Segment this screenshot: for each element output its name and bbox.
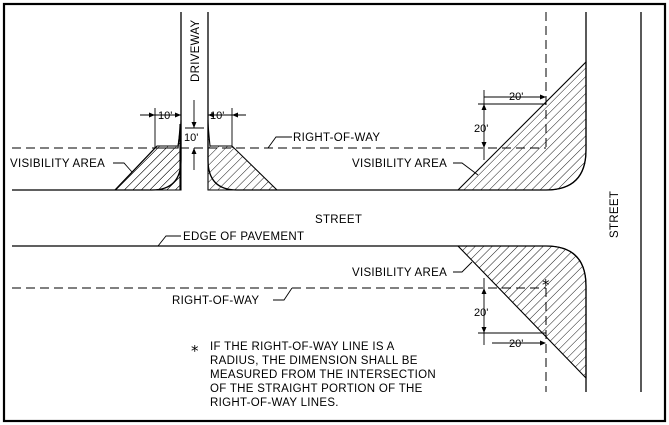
dim-right-ten: 10' [210, 110, 224, 122]
note-star-symbol: * [191, 342, 199, 360]
arrow-head [540, 340, 546, 346]
visibility-area-driveway-left [113, 119, 182, 191]
visibility-area-bottom-label: VISIBILITY AREA [352, 267, 447, 279]
street-horizontal-label: STREET [315, 214, 362, 226]
right-of-way-top-label: RIGHT-OF-WAY [293, 132, 380, 144]
arrow-head [191, 122, 197, 128]
dim-bottom-twenty-h: 20' [509, 338, 523, 350]
intersection-star-marker: * [542, 276, 550, 294]
visibility-area-driveway-right [207, 119, 279, 191]
note-line-3: MEASURED FROM THE INTERSECTION [210, 369, 436, 381]
arrow-head [481, 142, 487, 148]
leader-line [453, 162, 479, 176]
driveway-left-edge [151, 12, 182, 191]
right-of-way-bottom-label: RIGHT-OF-WAY [172, 295, 259, 307]
arrow-head [540, 94, 546, 100]
dim-bottom-twenty-v: 20' [474, 307, 488, 319]
arrow-head [175, 112, 181, 118]
note-line-5: RIGHT-OF-WAY LINES. [210, 397, 339, 409]
arrow-head [149, 112, 155, 118]
arrow-head [232, 112, 238, 118]
leader-line [267, 136, 292, 149]
arrow-head [481, 288, 487, 294]
arrow-head [481, 327, 487, 333]
leader-line [273, 287, 293, 301]
street-vertical-label: STREET [609, 191, 621, 238]
leader-line [157, 235, 181, 247]
driveway-label: DRIVEWAY [190, 20, 202, 82]
dim-top-twenty-h: 20' [509, 91, 523, 103]
visibility-area-left-label: VISIBILITY AREA [10, 158, 105, 170]
dim-top-twenty-v: 20' [474, 123, 488, 135]
edge-of-pavement-label: EDGE OF PAVEMENT [183, 231, 304, 243]
note-line-4: OF THE STRAIGHT PORTION OF THE [210, 383, 423, 395]
driveway-right-edge [207, 12, 238, 191]
note-line-1: IF THE RIGHT-OF-WAY LINE IS A [210, 341, 395, 353]
arrow-head [481, 104, 487, 110]
arrow-head [208, 112, 214, 118]
street-top-edge-right [237, 12, 587, 191]
leader-line [113, 162, 133, 173]
arrow-head [191, 148, 197, 154]
visibility-area-right-label: VISIBILITY AREA [352, 158, 447, 170]
leader-line [453, 261, 473, 273]
dim-center-ten: 10' [184, 132, 198, 144]
edge-of-pavement-line [12, 245, 587, 392]
dim-left-ten: 10' [158, 110, 172, 122]
note-line-2: RADIUS, THE DIMENSION SHALL BE [210, 355, 418, 367]
